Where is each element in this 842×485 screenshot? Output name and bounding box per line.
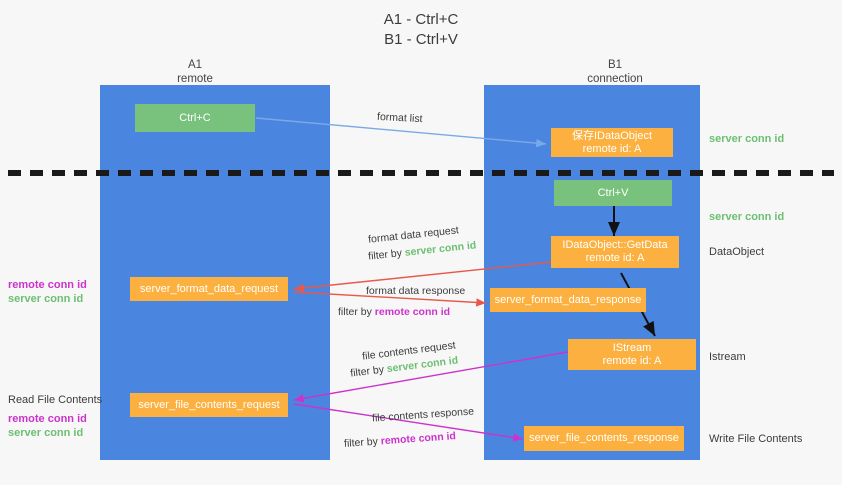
caption-filter-key: remote conn id [374,306,451,318]
label-server-conn-id-2: server conn id [8,427,84,439]
caption-filter-prefix: filter by [343,435,382,450]
label-read-file-contents: Read File Contents [8,394,103,406]
box-ctrl-v[interactable]: Ctrl+V [554,180,672,206]
label-server-conn-id-top: server conn id [709,133,785,145]
box-server-file-contents-response[interactable]: server_file_contents_response [524,426,684,451]
box-istream[interactable]: IStream remote id: A [568,339,696,370]
caption-format-data-response-filter: filter by remote conn id [338,306,450,319]
box-save-idataobject[interactable]: 保存IDataObject remote id: A [551,128,673,157]
label-remote-conn-id-1: remote conn id [8,279,87,291]
caption-format-data-response: format data response [366,285,466,297]
label-write-file-contents: Write File Contents [709,433,803,445]
box-server-file-contents-request[interactable]: server_file_contents_request [130,393,288,417]
caption-file-contents-response: file contents response [371,405,475,425]
box-idataobject-getdata[interactable]: IDataObject::GetData remote id: A [551,236,679,268]
caption-filter-key: server conn id [404,239,477,259]
page-title: A1 - Ctrl+C B1 - Ctrl+V [383,11,459,48]
label-server-conn-id-mid: server conn id [709,211,785,223]
label-dataobject: DataObject [709,246,765,258]
caption-filter-prefix: filter by [367,246,406,263]
box-server-format-data-request[interactable]: server_format_data_request [130,277,288,301]
label-istream: Istream [709,351,746,363]
label-server-conn-id-1: server conn id [8,293,84,305]
column-header-b1: B1 connection [587,59,643,85]
label-remote-conn-id-2: remote conn id [8,413,87,425]
box-server-format-data-response[interactable]: server_format_data_response [490,288,646,312]
caption-file-contents-response-filter: filter by remote conn id [344,430,457,451]
box-ctrl-c[interactable]: Ctrl+C [135,104,255,132]
caption-filter-prefix: filter by [349,363,388,380]
column-header-a1: A1 remote [177,59,213,85]
caption-filter-key: remote conn id [380,430,457,448]
caption-format-list: format list [376,110,423,126]
caption-filter-prefix: filter by [338,306,375,318]
